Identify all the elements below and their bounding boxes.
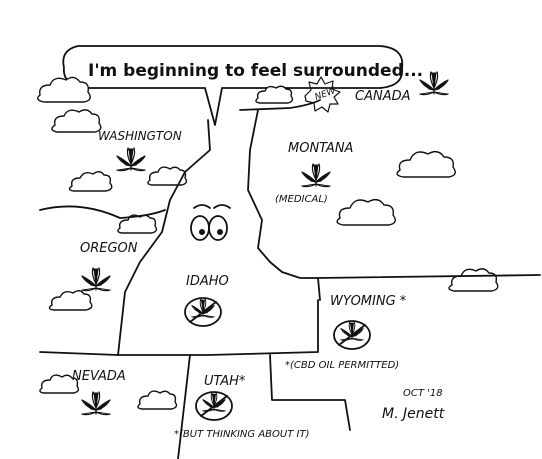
signature-artist: M. Jenett — [382, 406, 445, 422]
state-label-oregon: OREGON — [80, 241, 138, 256]
prohibited-cannabis-icon — [185, 298, 221, 326]
speech-text: I'm beginning to feel surrounded... — [88, 61, 423, 81]
state-label-nevada: NEVADA — [72, 369, 126, 384]
state-label-wyoming: WYOMING * — [330, 294, 407, 309]
cannabis-leaf-icon — [116, 147, 146, 172]
cannabis-leaf-icon — [81, 267, 111, 292]
state-label-canada: CANADA — [355, 89, 411, 104]
idaho-face — [190, 204, 231, 241]
state-label-washington: WASHINGTON — [98, 129, 182, 143]
cannabis-leaf-icon — [81, 391, 111, 416]
state-label-utah: UTAH* — [204, 374, 246, 389]
state-note-wyoming: *(CBD OIL PERMITTED) — [285, 360, 399, 371]
state-label-idaho: IDAHO — [186, 274, 229, 289]
signature-date: OCT '18 — [403, 388, 443, 399]
cannabis-leaf-icon — [301, 163, 331, 188]
state-note-montana: (MEDICAL) — [275, 194, 328, 205]
cloud-icon — [37, 76, 499, 410]
cannabis-leaf-icon — [419, 71, 449, 96]
new-starburst-icon: NEW — [304, 76, 341, 113]
state-note-utah: *(BUT THINKING ABOUT IT) — [174, 429, 309, 440]
prohibited-cannabis-icon — [334, 321, 370, 349]
state-borders — [39, 99, 541, 459]
prohibited-cannabis-icon — [196, 392, 232, 420]
speech-bubble: I'm beginning to feel surrounded... — [62, 45, 423, 126]
state-label-montana: MONTANA — [288, 141, 353, 156]
